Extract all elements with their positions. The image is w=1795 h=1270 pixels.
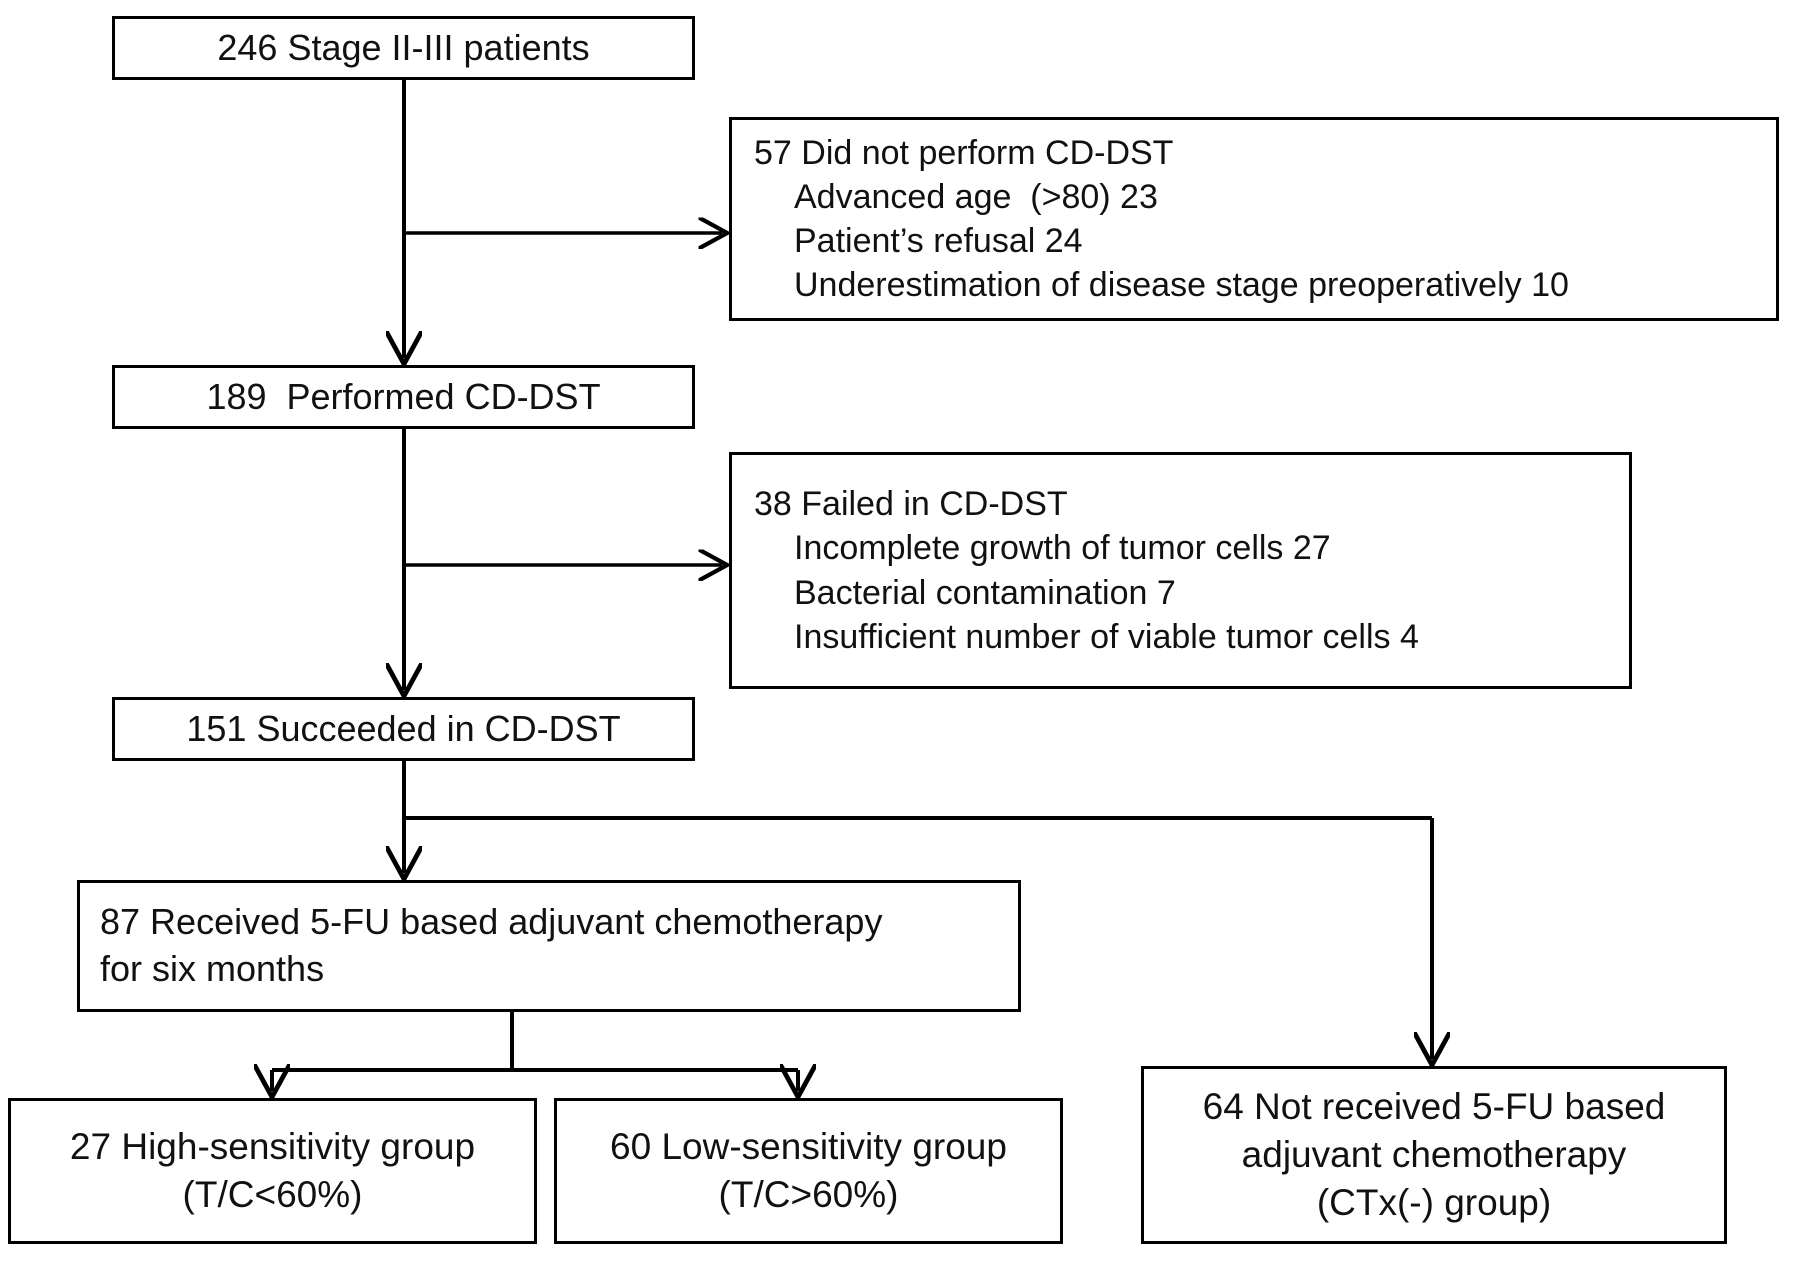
high-line-1: 27 High-sensitivity group xyxy=(69,1125,476,1167)
node-failed-cddst: 38 Failed in CD-DST Incomplete growth of… xyxy=(729,452,1632,689)
node-did-not-perform-cddst: 57 Did not perform CD-DST Advanced age (… xyxy=(729,117,1779,321)
node-enrolled-label: 246 Stage II-III patients xyxy=(217,26,590,68)
ctx-neg-line-2: adjuvant chemotherapy xyxy=(1241,1133,1627,1175)
node-succeeded-cddst: 151 Succeeded in CD-DST xyxy=(112,697,695,761)
ctx-neg-line-3: (CTx(-) group) xyxy=(1316,1182,1552,1224)
low-line-1: 60 Low-sensitivity group xyxy=(610,1125,1007,1167)
node-received-chemotherapy: 87 Received 5-FU based adjuvant chemothe… xyxy=(77,880,1021,1012)
failed-reason-incomplete-growth: Incomplete growth of tumor cells 27 xyxy=(794,529,1331,568)
no-cddst-reason-advanced-age: Advanced age (>80) 23 xyxy=(794,177,1158,216)
node-enrolled-patients: 246 Stage II-III patients xyxy=(112,16,695,80)
failed-heading: 38 Failed in CD-DST xyxy=(754,485,1068,524)
node-performed-cddst: 189 Performed CD-DST xyxy=(112,365,695,429)
no-cddst-heading: 57 Did not perform CD-DST xyxy=(754,133,1174,172)
failed-reason-insufficient-viable-cells: Insufficient number of viable tumor cell… xyxy=(794,617,1419,656)
node-low-sensitivity-group: 60 Low-sensitivity group (T/C>60%) xyxy=(554,1098,1063,1244)
node-performed-label: 189 Performed CD-DST xyxy=(206,375,601,417)
ctx-neg-line-1: 64 Not received 5-FU based xyxy=(1202,1085,1666,1127)
received-line-2: for six months xyxy=(100,948,325,989)
node-high-sensitivity-group: 27 High-sensitivity group (T/C<60%) xyxy=(8,1098,537,1244)
received-line-1: 87 Received 5-FU based adjuvant chemothe… xyxy=(100,901,883,943)
high-line-2: (T/C<60%) xyxy=(182,1174,363,1215)
no-cddst-reason-underestimation: Underestimation of disease stage preoper… xyxy=(794,266,1569,305)
node-ctx-negative-group: 64 Not received 5-FU based adjuvant chem… xyxy=(1141,1066,1727,1244)
node-succeeded-label: 151 Succeeded in CD-DST xyxy=(186,707,621,749)
low-line-2: (T/C>60%) xyxy=(718,1174,899,1215)
failed-reason-bacterial-contamination: Bacterial contamination 7 xyxy=(794,573,1176,612)
no-cddst-reason-patient-refusal: Patient’s refusal 24 xyxy=(794,222,1083,260)
